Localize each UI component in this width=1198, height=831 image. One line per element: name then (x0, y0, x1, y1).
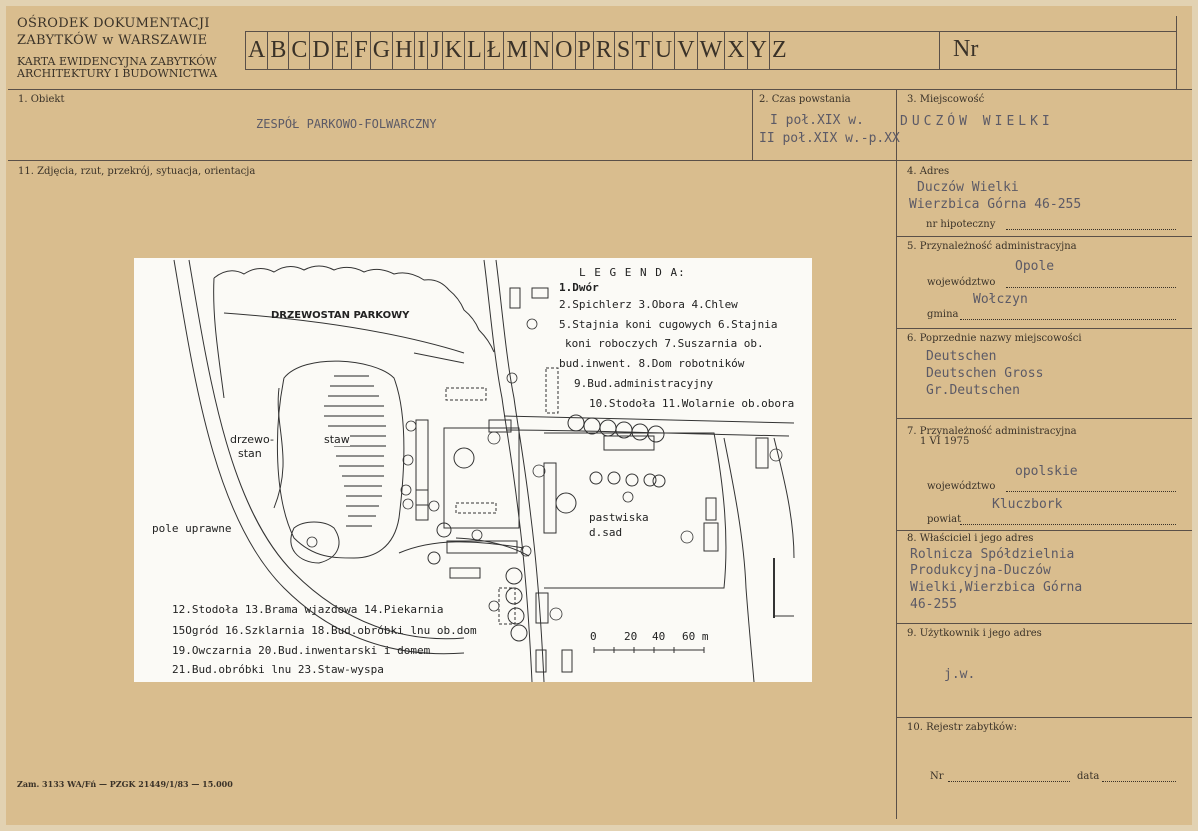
przyn1975-label-2: 1 VI 1975 (920, 436, 970, 447)
alphabet-letter-X: X (724, 31, 746, 69)
poprzednie-value-3: Gr.Deutschen (926, 383, 1020, 398)
label-pole: pole uprawne (152, 522, 232, 535)
przyn1975-label-1: 7. Przynależność administracyjna (907, 426, 1077, 437)
footer-print: Zam. 3133 WA/Fń — PZGK 21449/1/83 — 15.0… (17, 779, 233, 789)
alphabet-letter-P: P (574, 31, 593, 69)
nr-header-label: Nr (953, 36, 979, 62)
czas-value-2: II poł.XIX w.-p.XX (759, 131, 900, 146)
alphabet-letter-H: H (392, 31, 414, 69)
poprzednie-label: 6. Poprzednie nazwy miejscowości (907, 333, 1082, 344)
gmina-value: Wołczyn (973, 292, 1028, 307)
uzytkownik-label: 9. Użytkownik i jego adres (907, 628, 1042, 639)
label-drzewostan-2: stan (238, 447, 262, 460)
alphabet-letter-C: C (288, 31, 309, 69)
label-staw: staw (324, 433, 350, 446)
legend-title: L E G E N D A: (579, 266, 686, 279)
wlasciciel-value-3: Wielki,Wierzbica Górna (910, 580, 1083, 595)
alphabet-letter-V: V (674, 31, 696, 69)
wlasciciel-value-2: Produkcyjna-Duczów (910, 563, 1051, 578)
przynaleznosc-label: 5. Przynależność administracyjna (907, 241, 1077, 252)
alphabet-letter-M: M (503, 31, 529, 69)
poprzednie-value-2: Deutschen Gross (926, 366, 1044, 381)
label-park: DRZEWOSTAN PARKOWY (271, 310, 410, 321)
alphabet-letter-E: E (331, 31, 352, 69)
legend-line-2: 2.Spichlerz 3.Obora 4.Chlew (559, 298, 738, 311)
legend-line-10: 19.Owczarnia 20.Bud.inwentarski i domem (172, 644, 431, 657)
scale-20: 20 (624, 630, 638, 643)
powiat-value: Kluczbork (992, 497, 1063, 512)
alphabet-letter-B: B (267, 31, 288, 69)
hipoteczny-label: nr hipoteczny (926, 219, 996, 230)
wlasciciel-value-4: 46-255 (910, 597, 957, 612)
alphabet-letter-K: K (441, 31, 464, 69)
alphabet-letter-Y: Y (746, 31, 769, 69)
obiekt-value: ZESPÓŁ PARKOWO-FOLWARCZNY (256, 117, 437, 131)
wlasciciel-label: 8. Właściciel i jego adres (907, 533, 1034, 544)
alphabet-letter-U: U (651, 31, 674, 69)
miejscowosc-label: 3. Miejscowość (907, 94, 985, 105)
miejscowosc-value: DUCZÓW WIELKI (900, 114, 1054, 129)
obiekt-label: 1. Obiekt (18, 94, 65, 105)
alphabet-letter-T: T (632, 31, 652, 69)
czas-value-1: I poł.XIX w. (770, 113, 864, 128)
label-drzewostan-1: drzewo- (230, 433, 274, 446)
legend-line-9: 15Ogród 16.Szklarnia 18.Bud.obróbki lnu … (172, 624, 477, 637)
legend-line-6: 9.Bud.administracyjny (574, 377, 714, 390)
adres-value-2: Wierzbica Górna 46-255 (909, 197, 1082, 212)
legend-line-4: koni roboczych 7.Suszarnia ob. (565, 337, 764, 350)
site-plan-map: L E G E N D A: 1.Dwór 2.Spichlerz 3.Obor… (134, 258, 812, 682)
zdjecia-label: 11. Zdjęcia, rzut, przekrój, sytuacja, o… (18, 166, 256, 177)
adres-value-1: Duczów Wielki (917, 180, 1019, 195)
alphabet-letter-L: L (464, 31, 484, 69)
powiat-label: powiat (927, 514, 962, 525)
rejestr-label: 10. Rejestr zabytków: (907, 722, 1017, 733)
legend-line-3: 5.Stajnia koni cugowych 6.Stajnia (559, 318, 778, 331)
card-title-line-1: KARTA EWIDENCYJNA ZABYTKÓW (17, 55, 217, 68)
legend-line-5: bud.inwent. 8.Dom robotników (559, 357, 745, 370)
institution-line-2: ZABYTKÓW w WARSZAWIE (17, 33, 208, 48)
alphabet-letter-D: D (309, 31, 331, 69)
woj1975-value: opolskie (1015, 464, 1078, 479)
legend-line-7: 10.Stodoła 11.Wolarnie ob.obora (589, 397, 795, 410)
wojewodztwo-value: Opole (1015, 259, 1055, 274)
poprzednie-value-1: Deutschen (926, 349, 997, 364)
alphabet-letter-F: F (351, 31, 369, 69)
alphabet-letter-Z: Z (768, 31, 789, 69)
legend-line-8: 12.Stodoła 13.Brama wjazdowa 14.Piekarni… (172, 603, 444, 616)
site-plan-drawing (173, 259, 795, 682)
uzytkownik-value: j.w. (944, 667, 976, 682)
scale-40: 40 (652, 630, 666, 643)
legend-line-11: 21.Bud.obróbki lnu 23.Staw-wyspa (172, 663, 384, 676)
label-pastwiska-1: pastwiska (589, 511, 649, 524)
rejestr-nr-label: Nr (930, 771, 944, 782)
alphabet-letter-G: G (369, 31, 392, 69)
alphabet-letter-J: J (427, 31, 441, 69)
wlasciciel-value-1: Rolnicza Spółdzielnia (910, 547, 1075, 562)
alphabet-letter-A: A (245, 31, 267, 69)
alphabet-letter-W: W (696, 31, 725, 69)
alphabet-letter-Ł: Ł (483, 31, 504, 69)
alphabet-letter-N: N (529, 31, 552, 69)
rejestr-data-label: data (1077, 771, 1100, 782)
legend-line-1: 1.Dwór (559, 281, 599, 294)
woj1975-label: województwo (927, 481, 996, 492)
alphabet-letter-O: O (552, 31, 574, 69)
alphabet-letter-S: S (613, 31, 632, 69)
adres-label: 4. Adres (907, 166, 950, 177)
label-pastwiska-2: d.sad (589, 526, 623, 539)
alphabet-letter-I: I (414, 31, 427, 69)
czas-label: 2. Czas powstania (759, 94, 851, 105)
scale-0: 0 (590, 630, 597, 643)
gmina-label: gmina (927, 309, 959, 320)
wojewodztwo-label: województwo (927, 277, 996, 288)
alphabet-letter-R: R (592, 31, 614, 69)
scale-60: 60 m (682, 630, 709, 643)
institution-line-1: OŚRODEK DOKUMENTACJI (17, 16, 210, 31)
card-title-line-2: ARCHITEKTURY I BUDOWNICTWA (17, 67, 218, 80)
